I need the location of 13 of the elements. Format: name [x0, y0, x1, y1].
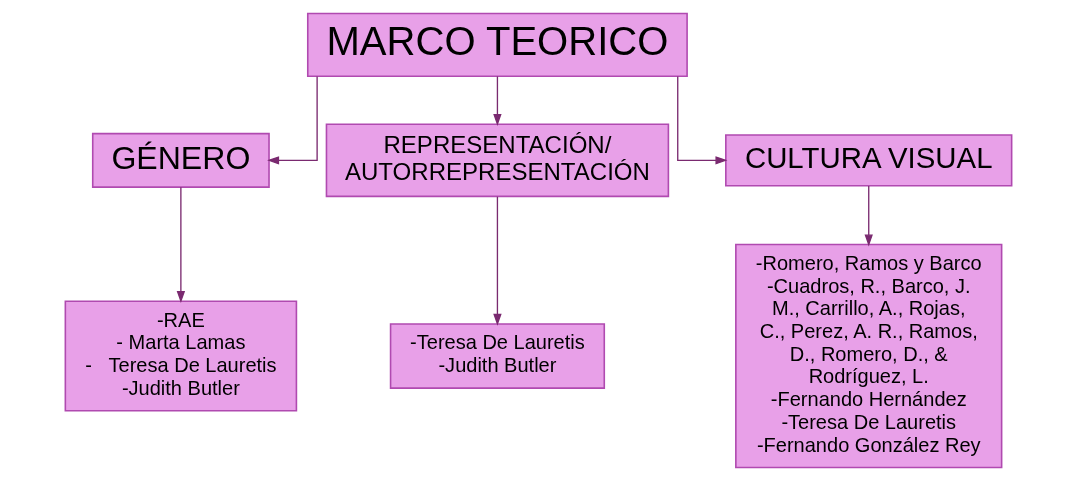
node-box: -Teresa De Lauretis -Judith Butler — [389, 323, 606, 389]
arrow — [864, 185, 873, 247]
node-box: -RAE - Marta Lamas - Teresa De Lauretis -Judith Butler — [64, 300, 298, 412]
arrow — [267, 75, 318, 165]
arrow — [176, 186, 186, 304]
node-box: GÉNERO — [91, 132, 270, 188]
node-box: -Romero, Ramos y Barco -Cuadros, R., Barco, J. M., Carrillo, A., Rojas, C., Perez, A. R., Ramos, D., Romero, D., & Rodríguez, L. -Fernando Hernández -Teresa De Lauretis -Fernando González Rey — [735, 243, 1003, 469]
arrow — [677, 75, 728, 165]
node-box: MARCO TEORICO — [306, 12, 688, 77]
arrow — [493, 75, 502, 126]
node-box: CULTURA VISUAL — [725, 134, 1013, 187]
node-box: REPRESENTACIÓN/ AUTORREPRESENTACIÓN — [325, 123, 670, 198]
arrow — [493, 196, 502, 326]
